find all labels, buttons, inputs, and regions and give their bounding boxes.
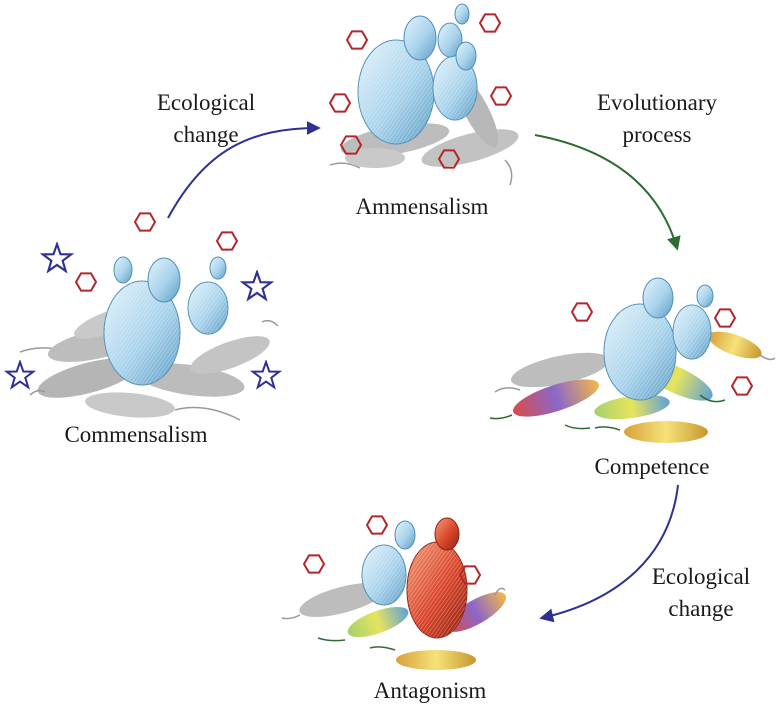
transition-label-evolutionary-process-line2: process (623, 122, 692, 147)
antagonism-cluster (281, 515, 507, 670)
bacterium-icon (29, 358, 139, 398)
hexagon-icon (366, 515, 388, 535)
bacterium-icon (281, 583, 385, 620)
yeast-cell-icon (406, 541, 468, 639)
hexagon-icon (731, 376, 753, 396)
transition-label-ecological-change-2-line1: Ecological (652, 564, 750, 589)
arrow-commensalism-to-ammensalism (167, 121, 321, 219)
ammensalism-cluster (329, 3, 519, 186)
yeast-cell-icon (357, 39, 435, 145)
hexagon-icon (75, 272, 97, 292)
hexagon-icon (714, 308, 736, 328)
yeast-cell-icon (394, 520, 416, 550)
yeast-cell-icon (103, 280, 181, 386)
arrow-ammensalism-to-competence (534, 134, 681, 251)
bacterium-icon (489, 379, 599, 420)
stage-label-commensalism: Commensalism (64, 422, 207, 447)
stage-label-competence: Competence (595, 454, 710, 479)
yeast-cell-icon (672, 304, 712, 360)
arrow-competence-to-antagonism (539, 484, 679, 623)
bacterium-icon (317, 606, 409, 642)
bacterium-icon (494, 352, 609, 393)
yeast-cell-icon (696, 284, 714, 308)
yeast-cell-icon (437, 22, 463, 58)
bacterium-icon (345, 148, 405, 168)
stage-label-antagonism: Antagonism (374, 678, 487, 703)
bacterium-icon (445, 587, 507, 632)
star-icon (241, 271, 273, 301)
hexagon-icon (216, 231, 238, 251)
bacterium-icon (594, 421, 708, 443)
yeast-cell-icon (209, 256, 227, 280)
bacterium-icon (190, 319, 279, 374)
yeast-cell-icon (642, 277, 674, 319)
yeast-cell-icon (432, 55, 478, 121)
hexagon-icon (346, 30, 368, 50)
bacterium-icon (85, 392, 241, 421)
star-icon (41, 243, 73, 273)
yeast-cell-icon (113, 256, 133, 284)
hexagon-icon (571, 302, 593, 322)
commensalism-cluster (5, 212, 281, 421)
yeast-cell-icon (361, 544, 407, 606)
yeast-cell-icon (434, 517, 460, 551)
hexagon-icon (329, 93, 351, 113)
yeast-cell-icon (187, 281, 229, 335)
yeast-cell-icon (147, 257, 181, 303)
bacterium-icon (369, 646, 476, 670)
yeast-cell-icon (603, 303, 677, 401)
bacterium-icon (564, 394, 670, 430)
stage-label-ammensalism: Ammensalism (356, 194, 489, 219)
hexagon-icon (490, 86, 512, 106)
transition-label-ecological-change-2-line2: change (668, 596, 733, 621)
yeast-cell-icon (403, 15, 437, 61)
star-icon (5, 361, 35, 389)
yeast-cell-icon (455, 41, 477, 71)
bacterium-icon (708, 331, 776, 361)
competence-cluster (489, 277, 776, 443)
yeast-cell-icon (454, 3, 470, 25)
transition-label-evolutionary-process-line1: Evolutionary (597, 90, 718, 115)
transition-label-ecological-change-1-line1: Ecological (157, 90, 255, 115)
hexagon-icon (303, 554, 325, 574)
star-icon (251, 361, 281, 389)
hexagon-icon (134, 212, 156, 232)
transition-label-ecological-change-1-line2: change (173, 122, 238, 147)
hexagon-icon (479, 13, 501, 33)
